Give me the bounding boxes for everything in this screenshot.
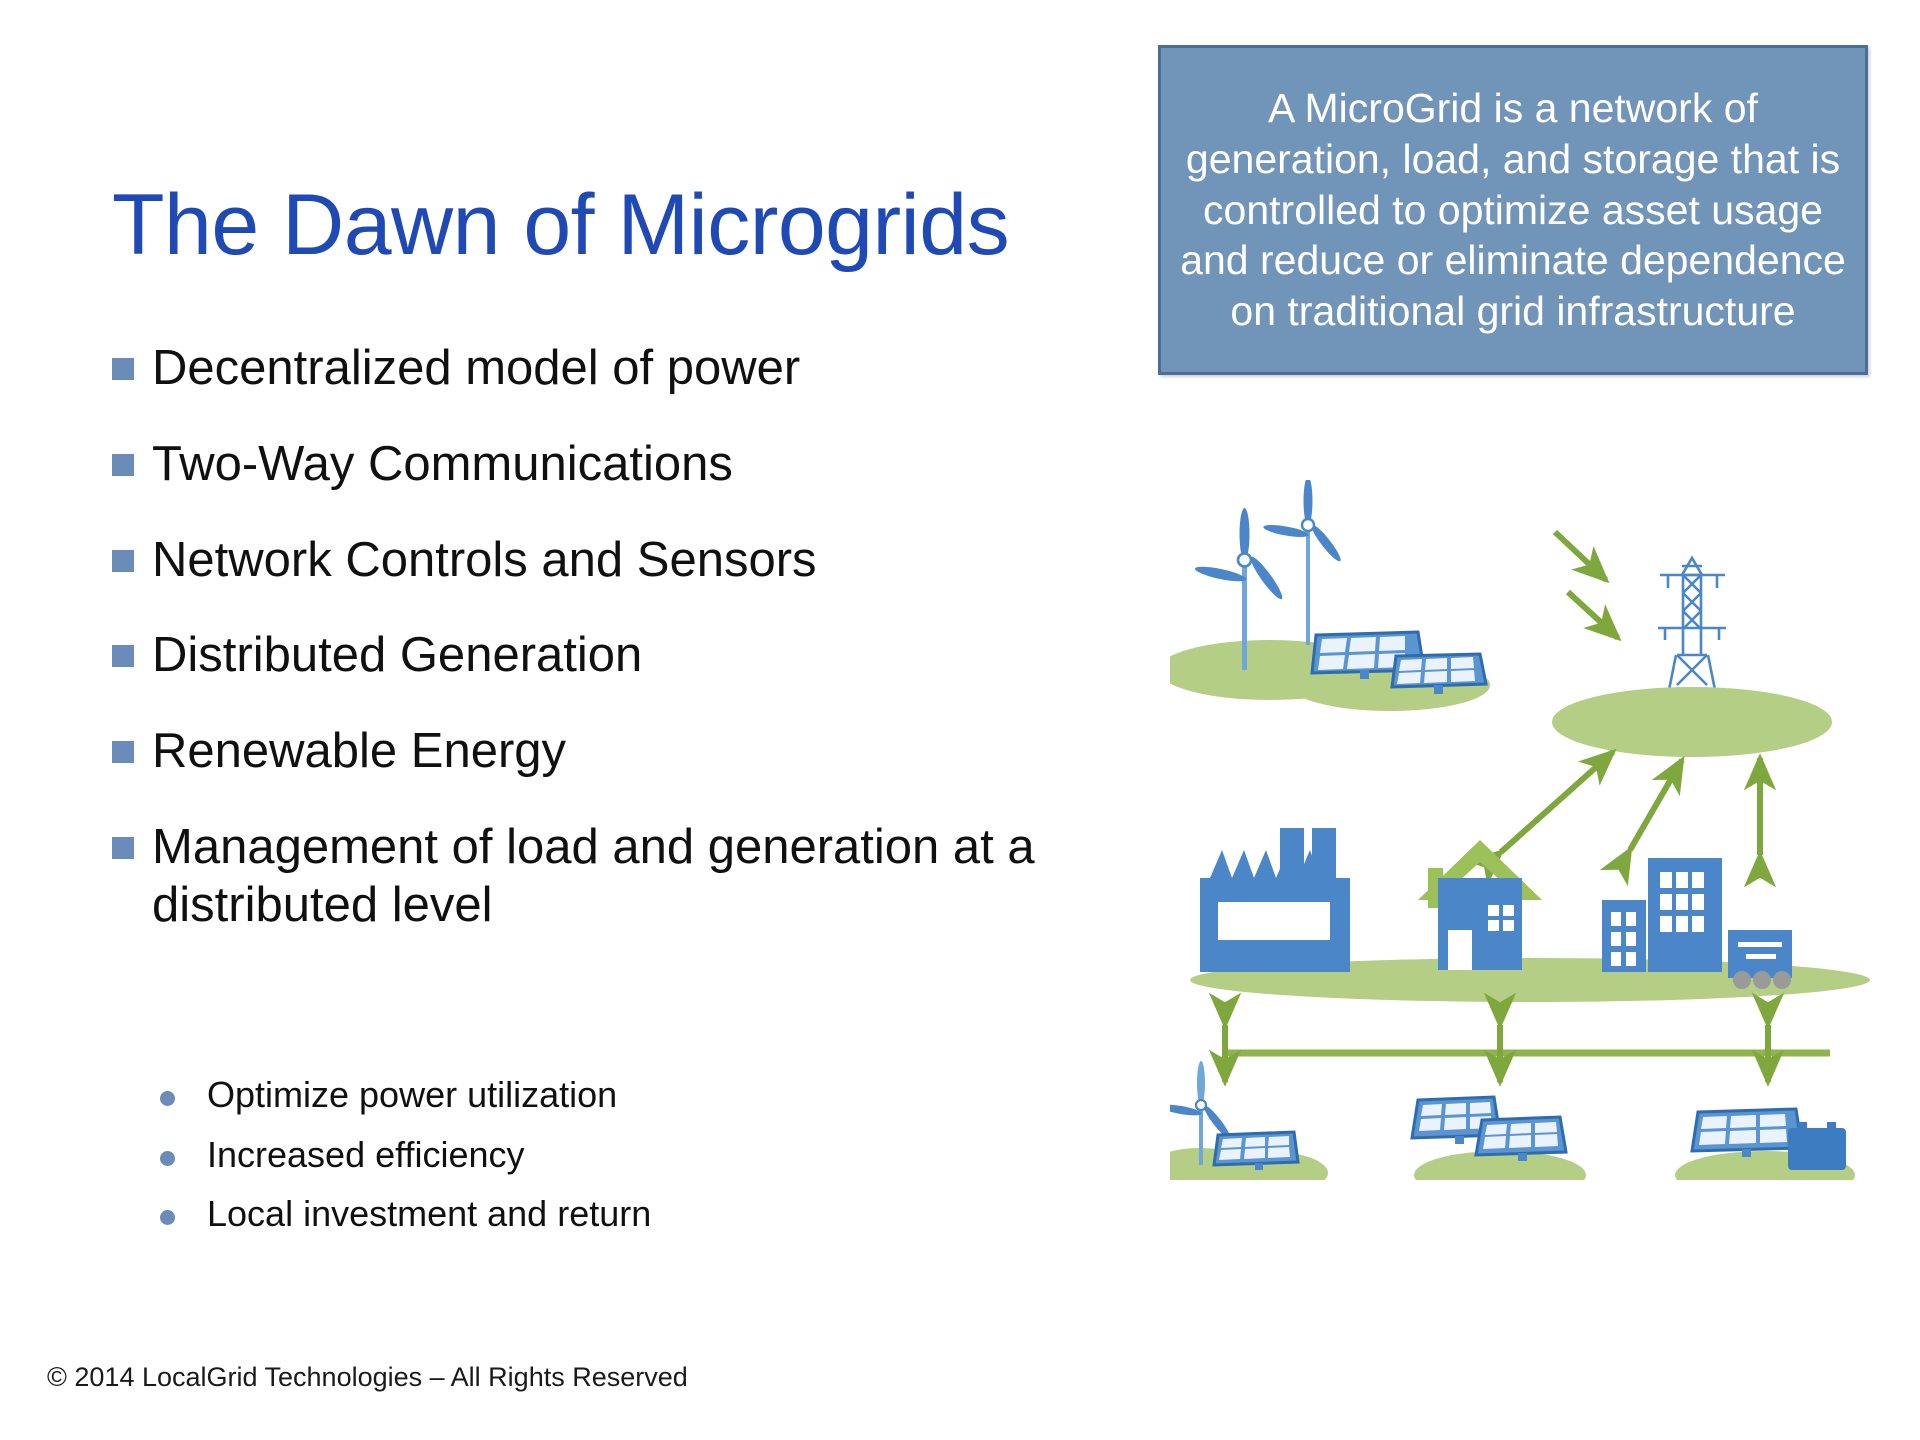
square-bullet-icon <box>112 837 134 860</box>
bullet-list: Decentralized model of power Two-Way Com… <box>112 340 1132 973</box>
list-item: Network Controls and Sensors <box>112 532 1132 590</box>
footer-copyright: © 2014 LocalGrid Technologies – All Righ… <box>47 1362 688 1392</box>
square-bullet-icon <box>112 549 134 572</box>
bullet-label: Two-Way Communications <box>152 436 733 491</box>
list-item: Local investment and return <box>160 1194 1060 1234</box>
sub-bullet-label: Optimize power utilization <box>207 1074 618 1115</box>
solar-panel-array-top <box>1310 630 1488 694</box>
transmission-tower <box>1658 555 1726 692</box>
arrow-grid-house-bidirectional <box>1599 755 1685 887</box>
wind-turbine-large <box>1195 508 1283 670</box>
bullet-label: Distributed Generation <box>152 628 643 683</box>
list-item: Decentralized model of power <box>112 340 1132 398</box>
solar-panel-bottom-right <box>1690 1107 1804 1157</box>
hill-middle <box>1552 687 1832 757</box>
square-bullet-icon <box>112 358 134 380</box>
house <box>1418 840 1542 970</box>
bullet-label: Network Controls and Sensors <box>152 532 817 587</box>
bullet-label: Decentralized model of power <box>152 341 801 395</box>
list-item: Increased efficiency <box>160 1133 1060 1175</box>
wind-turbine-small <box>1263 477 1341 645</box>
list-item: Two-Way Communications <box>112 436 1132 494</box>
solar-panel-bottom-left <box>1212 1130 1300 1170</box>
arrow-grid-factory-bidirectional <box>1466 748 1617 886</box>
office-buildings <box>1602 858 1722 972</box>
dot-bullet-icon <box>160 1091 175 1106</box>
dot-bullet-icon <box>160 1150 175 1166</box>
definition-text: A MicroGrid is a network of generation, … <box>1180 84 1846 335</box>
arrow-generation-to-grid-upper <box>1552 529 1610 584</box>
solar-panel-bottom-center <box>1410 1095 1568 1161</box>
factory <box>1200 828 1350 972</box>
battery-storage <box>1788 1122 1846 1170</box>
definition-callout-box: A MicroGrid is a network of generation, … <box>1158 45 1868 375</box>
distribution-bus <box>1208 992 1830 1087</box>
microgrid-diagram <box>1146 477 1910 1199</box>
dot-bullet-icon <box>160 1210 175 1226</box>
list-item: Management of load and generation at a d… <box>112 819 1132 935</box>
page-title: The Dawn of Microgrids <box>112 177 1010 273</box>
arrow-generation-to-grid-lower <box>1565 589 1622 642</box>
sub-bullet-list: Optimize power utilization Increased eff… <box>160 1075 1060 1254</box>
bullet-label: Management of load and generation at a d… <box>152 820 1035 932</box>
square-bullet-icon <box>112 741 134 764</box>
list-item: Distributed Generation <box>112 627 1132 685</box>
list-item: Renewable Energy <box>112 723 1132 781</box>
sub-bullet-label: Local investment and return <box>207 1193 652 1235</box>
list-item: Optimize power utilization <box>160 1075 1060 1115</box>
wind-turbine-bottom <box>1160 1061 1231 1165</box>
sub-bullet-label: Increased efficiency <box>207 1133 525 1175</box>
delivery-truck <box>1728 930 1792 989</box>
square-bullet-icon <box>112 645 134 668</box>
square-bullet-icon <box>112 453 134 476</box>
bullet-label: Renewable Energy <box>152 724 567 779</box>
